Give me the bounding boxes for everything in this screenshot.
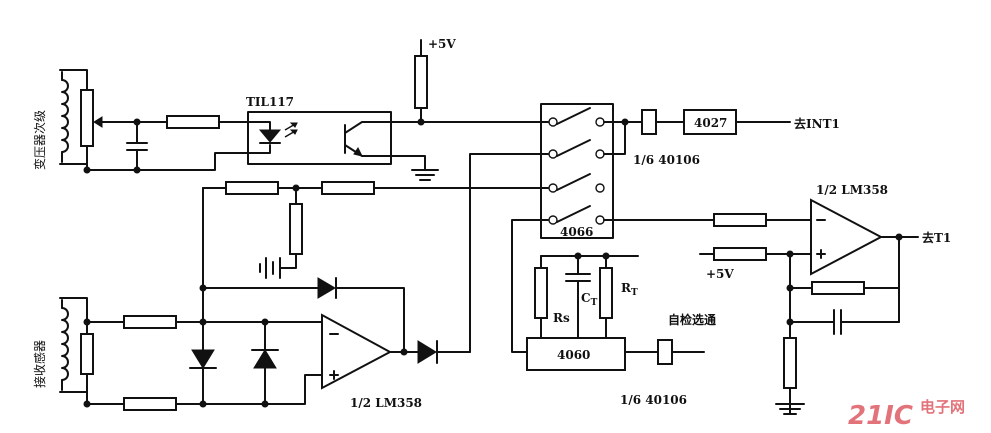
label-inverter-top: 1/6 40106 [633,153,700,167]
resistor-opamp-in-plus [699,247,812,261]
wire-4066-in4 [511,219,549,353]
label-ct: CT [581,291,598,308]
resistor-sensor-shunt [80,321,94,375]
opamp-bottom [321,313,393,390]
label-ic-4066: 4066 [560,225,593,239]
label-sensor: 接收感器 [32,340,47,388]
opamp-top [810,198,884,276]
label-vcc-mid: +5V [706,267,734,281]
watermark-logo: 21IC [848,401,913,431]
ground-opto [411,169,439,181]
diode-clamp-1 [189,318,217,408]
potentiometer [80,89,105,147]
ground-bottom [775,403,805,415]
ic-4027 [683,109,791,135]
label-vcc-top: +5V [428,37,456,51]
label-out-int1: 去INT1 [794,116,840,131]
resistor-mid-2 [321,181,375,195]
resistor-feedback [789,281,900,295]
inverter-bottom [657,339,705,365]
label-opamp-top: 1/2 LM358 [816,183,888,197]
diode-clamp-2 [251,318,279,408]
label-optocoupler: TIL117 [246,95,294,109]
ic-4060 [526,337,626,371]
capacitor-ct [565,255,591,339]
label-rt: RT [621,281,638,298]
watermark-text: 电子网 [920,398,965,416]
wire-sensor-bot-2 [175,374,323,405]
label-rs: Rs [553,311,570,325]
diode-feedback [317,277,405,353]
resistor-rs [534,255,548,339]
label-opamp-bottom: 1/2 LM358 [350,396,422,410]
wire-4066-in2 [469,153,549,353]
label-self-test: 自检选通 [668,312,716,327]
battery-symbol [259,257,281,279]
resistor-opamp-in-minus [713,213,812,227]
resistor-sensor-bottom [123,397,177,411]
resistor-input [166,115,249,129]
node-dot [400,348,408,356]
ic-4066 [540,103,614,239]
sensor-coil [59,297,88,393]
node-dot [417,118,425,126]
pullup-resistor-top [414,39,428,123]
label-ic-4060: 4060 [557,348,590,362]
label-transformer: 变压器次级 [32,110,47,170]
resistor-vertical-mid [279,187,303,269]
node-dot [621,118,629,126]
label-ic-4027: 4027 [694,116,727,130]
node-dot [83,318,91,326]
wire-4066-out2 [603,121,626,155]
capacitor-input [126,118,148,174]
wire-opto-emitter-ground [390,155,426,171]
optocoupler-til117 [247,111,392,165]
inverter-top [641,109,685,135]
node-dot [83,400,91,408]
label-out-t1: 去T1 [922,230,951,245]
wire-bottom-left [86,145,249,171]
node-dot [83,166,91,174]
resistor-ground [783,337,797,389]
resistor-sensor-top [123,315,177,329]
label-inverter-bottom: 1/6 40106 [620,393,687,407]
diode-output [417,340,471,364]
resistor-rt [599,255,613,339]
capacitor-feedback [789,309,900,335]
resistor-mid-1 [225,181,279,195]
